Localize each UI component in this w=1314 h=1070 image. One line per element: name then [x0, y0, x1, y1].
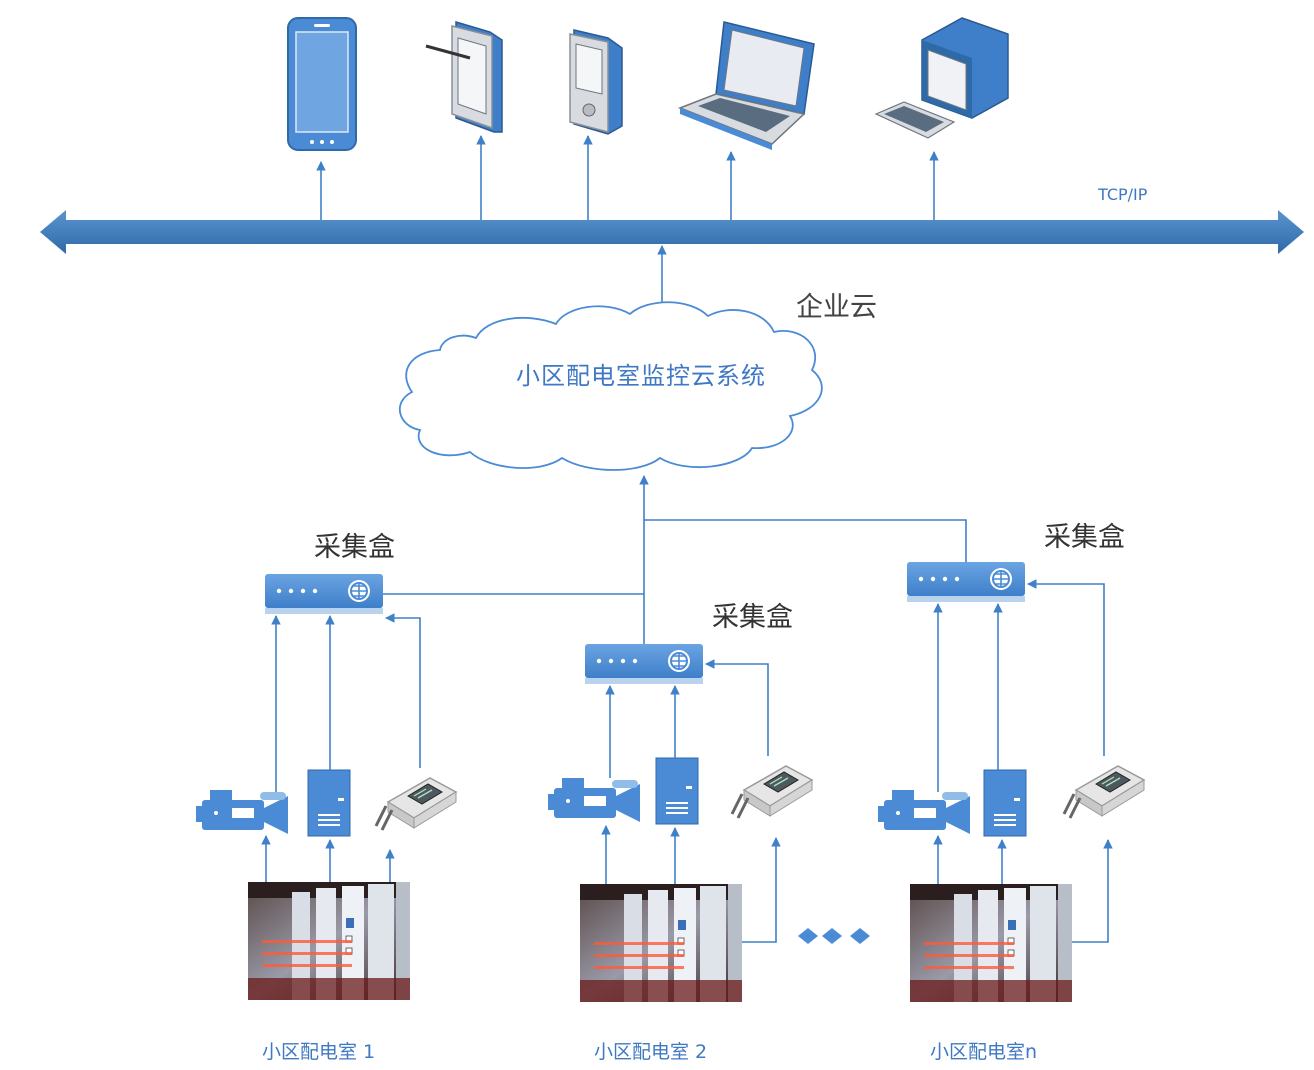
camera-icon: [196, 790, 288, 834]
collector-box-1: [264, 573, 384, 615]
collector-box-3: [906, 561, 1026, 603]
camera-icon: [548, 778, 640, 822]
sensor-collector-links: [271, 579, 1105, 792]
room-label-3: 小区配电室n: [930, 1041, 1037, 1063]
tcp-ip-bus: [40, 210, 1304, 254]
room-label-1: 小区配电室 1: [262, 1041, 375, 1063]
server-icon: [655, 757, 699, 825]
server-icon: [307, 769, 351, 837]
power-room-photo-3: [909, 883, 1073, 1003]
camera-icon: [878, 790, 970, 834]
desktop-computer-icon: [874, 17, 1009, 139]
smartphone-icon: [287, 17, 357, 151]
temperature-sensor-icon: [730, 764, 814, 820]
terminal-links: [316, 135, 939, 220]
protocol-label: TCP/IP: [1097, 185, 1148, 204]
collector-box-2: [584, 643, 704, 685]
server-icon: [983, 769, 1027, 837]
cloud-shape: [398, 301, 823, 471]
cloud-tag: 企业云: [796, 292, 877, 323]
power-room-photo-1: [247, 881, 411, 1001]
collector-label-2: 采集盒: [712, 602, 793, 633]
temperature-sensor-icon: [374, 776, 458, 832]
collector-label-1: 采集盒: [314, 532, 395, 563]
laptop-icon: [677, 21, 815, 150]
ellipsis-icon: [798, 928, 870, 944]
temperature-sensor-icon: [1062, 764, 1146, 820]
room-sensor-links: [261, 825, 1113, 943]
room-label-2: 小区配电室 2: [594, 1041, 707, 1063]
pda-icon: [569, 29, 623, 135]
tablet-icon: [425, 20, 503, 133]
collector-label-3: 采集盒: [1044, 522, 1125, 553]
cloud-system-name: 小区配电室监控云系统: [516, 362, 766, 390]
collector-uplinks: [382, 475, 967, 644]
power-room-photo-2: [579, 883, 743, 1003]
